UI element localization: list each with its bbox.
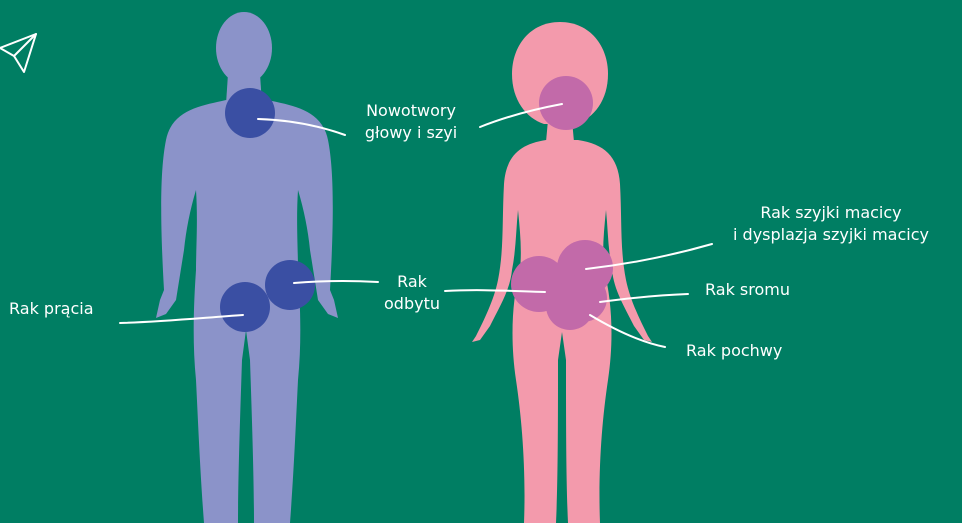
label-cervix-line2: i dysplazja szyjki macicy bbox=[700, 224, 962, 246]
label-cervix-line1: Rak szyjki macicy bbox=[700, 202, 962, 224]
label-head-neck-line2: głowy i szyi bbox=[346, 122, 476, 144]
label-head-neck: Nowotwory głowy i szyi bbox=[346, 100, 476, 144]
male-penis-spot bbox=[220, 282, 270, 332]
female-head-neck-spot bbox=[539, 76, 593, 130]
label-cervix: Rak szyjki macicy i dysplazja szyjki mac… bbox=[700, 202, 962, 246]
label-penis: Rak prącia bbox=[9, 298, 94, 320]
leader-line-anus-male bbox=[294, 281, 378, 283]
leader-line-vulva bbox=[600, 294, 688, 302]
label-anus: Rak odbytu bbox=[372, 271, 452, 315]
label-vagina: Rak pochwy bbox=[686, 340, 782, 362]
label-anus-line2: odbytu bbox=[372, 293, 452, 315]
paper-plane-icon bbox=[0, 34, 36, 72]
label-vulva: Rak sromu bbox=[705, 279, 790, 301]
male-head-neck-spot bbox=[225, 88, 275, 138]
label-anus-line1: Rak bbox=[372, 271, 452, 293]
male-anus-spot bbox=[265, 260, 315, 310]
female-vagina-spot bbox=[546, 282, 594, 330]
label-head-neck-line1: Nowotwory bbox=[346, 100, 476, 122]
